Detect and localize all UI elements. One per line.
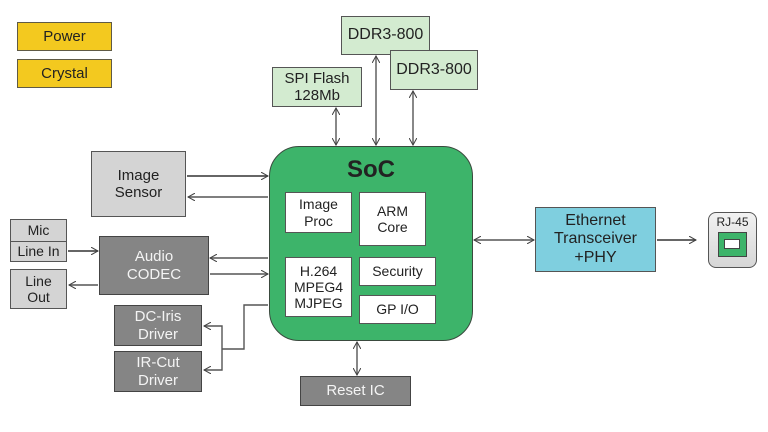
line-out-line1: Line [25,272,52,289]
gpio-block: GP I/O [359,295,436,324]
dc-iris-driver-block: DC-Iris Driver [114,305,202,346]
ddr2-label: DDR3-800 [396,60,472,78]
legend-power: Power [17,22,112,51]
gpio-label: GP I/O [376,301,419,318]
mic-divider [11,240,66,242]
spi-flash-line2: 128Mb [294,87,340,104]
ddr2-block: DDR3-800 [390,50,478,90]
soc-title: SoC [347,156,395,183]
rj45-label: RJ-45 [716,215,749,229]
ddr1-label: DDR3-800 [347,26,424,44]
ddr1-block: DDR3-800 [341,16,430,55]
line-out-line2: Out [27,289,50,305]
audio-codec-line2: CODEC [126,265,182,283]
ethernet-line3: +PHY [574,248,617,266]
audio-codec-block: Audio CODEC [99,236,209,295]
dc-iris-link [204,326,223,349]
rj45-jack-icon [718,232,747,257]
driver-bus [222,304,268,350]
audio-codec-line1: Audio [134,248,174,266]
image-sensor-line2: Sensor [114,184,163,201]
ir-cut-driver-block: IR-Cut Driver [114,351,202,392]
security-block: Security [359,257,436,286]
video-codec-line3: MJPEG [294,295,343,312]
reset-ic-label: Reset IC [326,382,385,400]
arm-core-line2: Core [377,219,408,235]
image-proc-block: Image Proc [285,192,352,233]
legend-crystal-label: Crystal [41,64,88,82]
rj45-port-opening [724,239,740,249]
image-proc-line1: Image [299,196,338,213]
line-in-cell: Line In [11,241,66,262]
dc-iris-line2: Driver [138,325,178,343]
reset-ic-block: Reset IC [300,376,411,406]
mic-label: Mic [27,222,50,239]
legend-power-label: Power [43,27,86,45]
dc-iris-line1: DC-Iris [134,308,182,326]
arm-core-line1: ARM [376,202,409,219]
ir-cut-link [204,349,223,370]
spi-flash-block: SPI Flash 128Mb [272,67,362,107]
arm-core-block: ARM Core [359,192,426,246]
image-proc-line2: Proc [304,212,333,229]
video-codec-block: H.264 MPEG4 MJPEG [285,257,352,317]
mic-line-in-block: Mic Line In [10,219,67,262]
rj45-connector: RJ-45 [708,212,757,268]
ethernet-line1: Ethernet [565,211,626,229]
ethernet-transceiver-block: Ethernet Transceiver +PHY [535,207,656,272]
spi-flash-line1: SPI Flash [284,69,350,87]
ir-cut-line2: Driver [138,371,178,389]
ir-cut-line1: IR-Cut [136,354,180,372]
video-codec-line1: H.264 [299,262,338,279]
line-in-label: Line In [17,242,60,259]
security-label: Security [372,263,423,280]
ethernet-line2: Transceiver [554,230,637,248]
line-out-block: Line Out [10,269,67,309]
image-sensor-block: Image Sensor [91,151,186,217]
video-codec-line2: MPEG4 [293,278,343,295]
legend-crystal: Crystal [17,59,112,88]
image-sensor-line1: Image [117,166,160,184]
mic-cell: Mic [11,220,66,241]
